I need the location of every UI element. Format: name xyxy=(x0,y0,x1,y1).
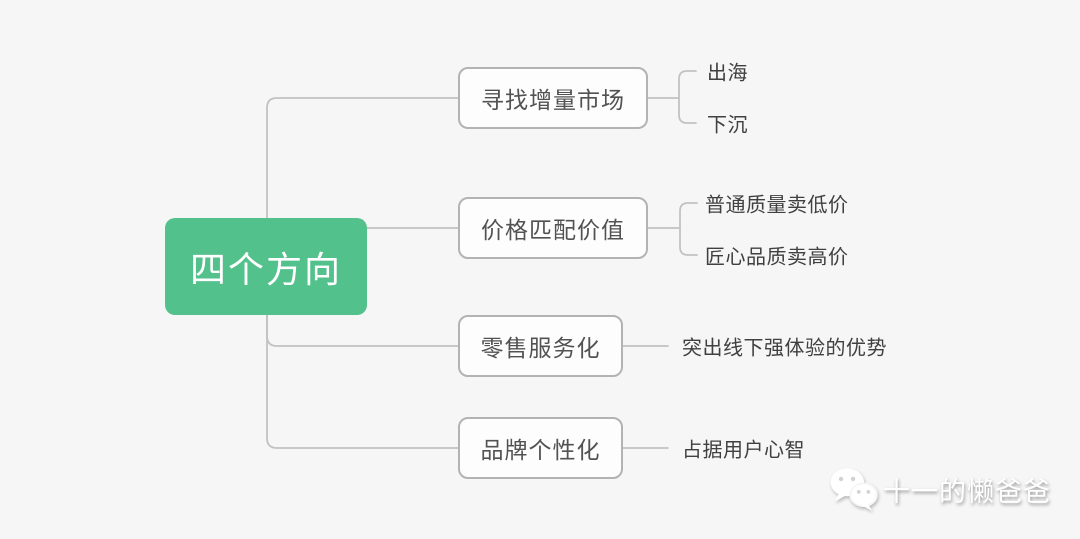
watermark-text: 十一的懒爸爸 xyxy=(883,476,1051,507)
branch-node-retail-servitization: 零售服务化 xyxy=(458,315,623,377)
connector-root-to-branch-2 xyxy=(266,314,459,347)
branch-node-find-incremental-market: 寻找增量市场 xyxy=(458,67,648,129)
connector-branch-0-bracket xyxy=(678,70,697,124)
leaf-label: 普通质量卖低价 xyxy=(705,194,849,217)
connector-root-to-branch-0 xyxy=(266,97,459,219)
branch-node-brand-personalization: 品牌个性化 xyxy=(458,417,623,479)
connector-branch-1-bracket xyxy=(679,202,698,256)
branch-node-price-matches-value: 价格匹配价值 xyxy=(458,197,648,259)
leaf-label: 占据用户心智 xyxy=(682,439,805,462)
root-node: 四个方向 xyxy=(165,218,367,315)
leaf-label: 突出线下强体验的优势 xyxy=(682,337,887,360)
leaf-label: 出海 xyxy=(707,62,748,85)
leaf-label: 下沉 xyxy=(707,114,748,137)
leaf-label: 匠心品质卖高价 xyxy=(705,246,849,269)
wechat-icon xyxy=(830,468,878,512)
watermark: 十一的懒爸爸 xyxy=(829,466,1051,512)
connector-root-to-branch-3 xyxy=(266,314,459,449)
